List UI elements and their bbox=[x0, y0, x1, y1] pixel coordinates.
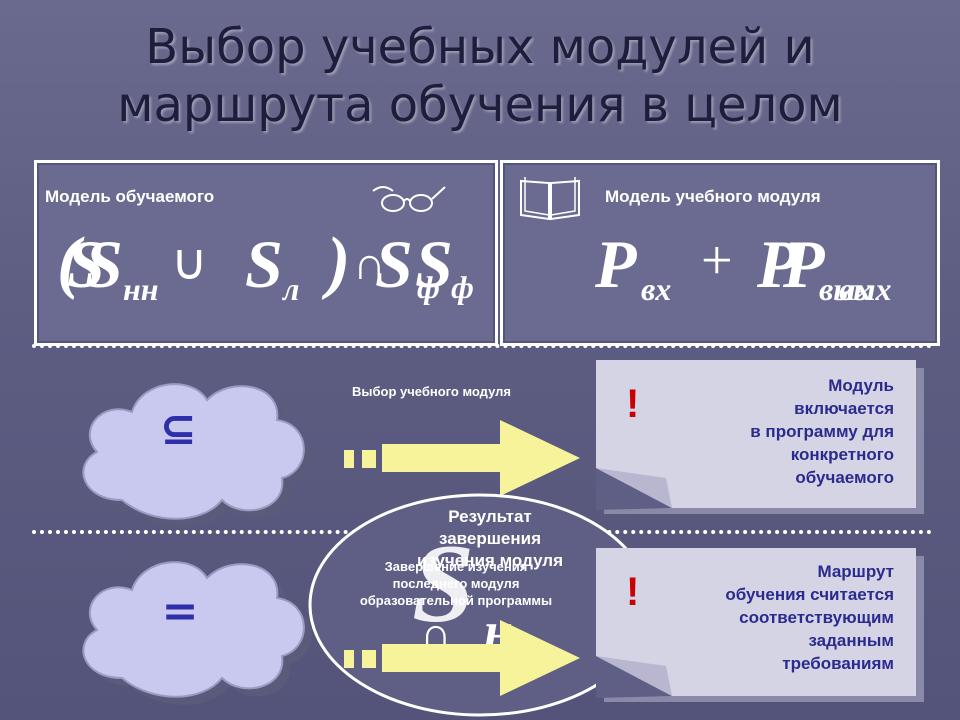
note-2-line-5: требованиям bbox=[782, 654, 894, 673]
formula-intersect: ∩ bbox=[353, 238, 387, 289]
subset-symbol: ⊆ bbox=[159, 404, 197, 455]
result-heading-line-3: изучения модуля bbox=[416, 551, 564, 570]
formula-sub-f-overlay: ф bbox=[451, 269, 474, 305]
result-heading: Результат завершения изучения модуля bbox=[380, 506, 600, 572]
note-fold-2 bbox=[596, 656, 672, 698]
note-1-line-4: конкретного bbox=[790, 445, 894, 464]
big-s-symbol: S bbox=[412, 522, 475, 646]
result-heading-line-2: завершения bbox=[438, 529, 541, 548]
formula-s-overlay: S bbox=[67, 226, 105, 302]
formula-p-in: P bbox=[595, 226, 637, 302]
formula-s-f: S bbox=[375, 226, 413, 302]
formula-sub-nn: нн bbox=[123, 271, 159, 307]
note-text-2: Маршрут обучения считается соответствующ… bbox=[634, 560, 894, 675]
result-caption-line-1: Завершение изучения bbox=[384, 559, 528, 574]
formula-union: ∪ bbox=[171, 234, 208, 290]
note-2-line-1: Маршрут bbox=[817, 562, 894, 581]
note-1-line-2: включается bbox=[794, 399, 894, 418]
learner-model-label: Модель обучаемого bbox=[45, 187, 215, 206]
glasses-icon bbox=[372, 186, 446, 212]
formula-paren-close: ) bbox=[327, 224, 351, 301]
formula-p-out-overlay: P bbox=[757, 226, 799, 302]
formula-plus: + bbox=[701, 230, 733, 292]
equal-symbol: = bbox=[161, 586, 199, 637]
title-line-2: маршрута обучения в целом bbox=[117, 77, 843, 133]
cloud-subset bbox=[82, 383, 312, 527]
note-1-line-1: Модуль bbox=[828, 376, 894, 395]
formula-paren-open: ( bbox=[57, 224, 81, 301]
exclamation-1: ! bbox=[626, 382, 640, 426]
note-2-line-3: соответствующим bbox=[739, 608, 894, 627]
arrow-right-2 bbox=[344, 620, 580, 696]
book-icon bbox=[520, 177, 580, 221]
formula-sub-f: ф bbox=[417, 269, 440, 305]
note-2-line-4: заданным bbox=[808, 631, 894, 650]
formula-sub-out-overlay: вых bbox=[819, 271, 872, 307]
result-caption: Завершение изучения последнего модуля об… bbox=[326, 558, 586, 609]
note-1-line-3: в программу для bbox=[750, 422, 894, 441]
result-caption-line-2: последнего модуля bbox=[392, 576, 520, 591]
cloud-equal bbox=[82, 561, 312, 705]
note-1-line-5: обучаемого bbox=[795, 468, 894, 487]
arrow-right-1 bbox=[344, 420, 580, 496]
module-model-panel: Модель учебного модуля P вх + P P вых вы… bbox=[500, 160, 940, 346]
learner-model-panel: Модель обучаемого ( S S нн ∪ S л ) ∩ S S… bbox=[34, 160, 498, 346]
formula-s-nn: S bbox=[85, 226, 123, 302]
result-caption-line-3: образовательной программы bbox=[359, 593, 553, 608]
formula-sub-l: л bbox=[283, 271, 300, 307]
note-route-valid: ! Маршрут обучения считается соответству… bbox=[596, 548, 916, 698]
divider-top bbox=[32, 344, 932, 348]
exclamation-2: ! bbox=[626, 570, 640, 614]
formula-p-out: P bbox=[783, 226, 825, 302]
note-2-line-2: обучения считается bbox=[725, 585, 894, 604]
formula-s-l: S bbox=[245, 226, 283, 302]
formula-sub-in: вх bbox=[641, 271, 672, 307]
module-model-label: Модель учебного модуля bbox=[605, 187, 821, 206]
formula-s-f-overlay: S bbox=[415, 226, 453, 302]
note-fold-1 bbox=[596, 468, 672, 510]
note-module-included: ! Модуль включается в программу для конк… bbox=[596, 360, 916, 510]
title-line-1: Выбор учебных модулей и bbox=[145, 19, 815, 75]
formula-sub-out: вых bbox=[839, 271, 892, 307]
result-heading-line-1: Результат bbox=[448, 507, 532, 526]
note-text-1: Модуль включается в программу для конкре… bbox=[634, 374, 894, 489]
slide-title: Выбор учебных модулей и маршрута обучени… bbox=[0, 18, 960, 134]
module-choice-label: Выбор учебного модуля bbox=[352, 384, 511, 399]
